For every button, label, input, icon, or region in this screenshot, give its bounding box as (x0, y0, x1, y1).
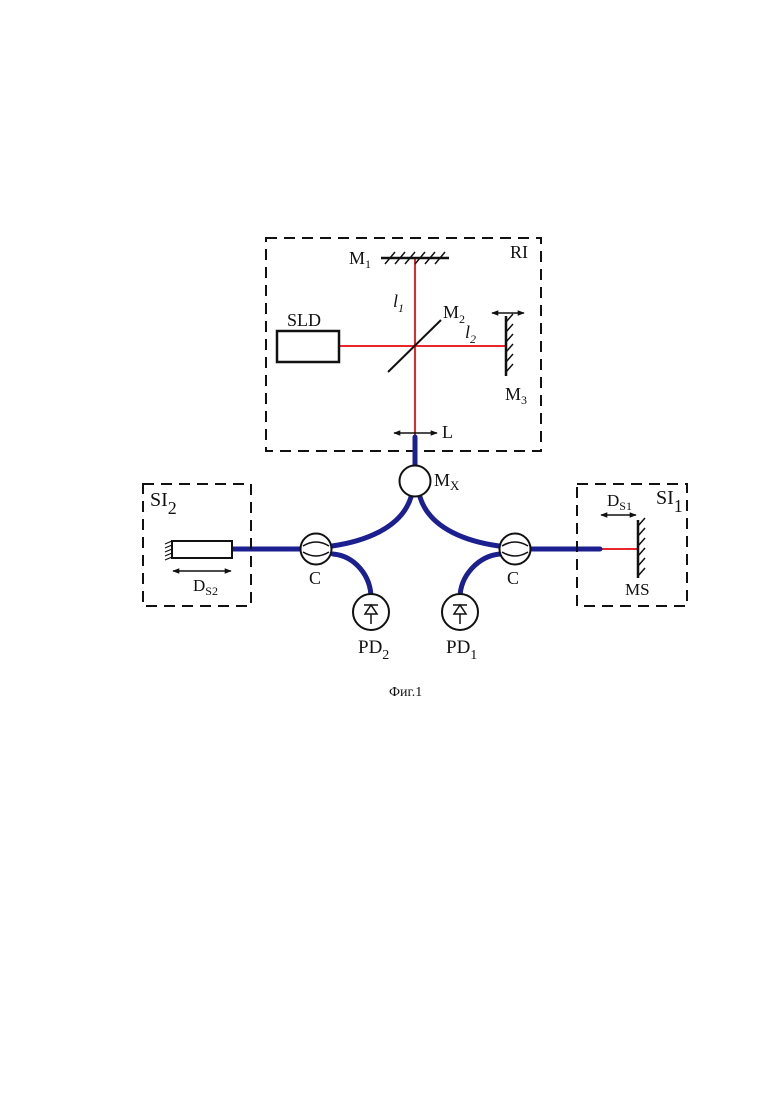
photodetector-pd2 (353, 594, 389, 630)
sld-label: SLD (287, 310, 321, 330)
circulator-right-label: C (507, 568, 519, 588)
lens-label: L (442, 422, 453, 442)
mirror-ms (638, 518, 645, 578)
circulator-right (500, 534, 531, 565)
ds1-label: DS1 (607, 491, 632, 513)
si2-block-label: SI2 (150, 489, 177, 518)
mirror-m3 (506, 314, 513, 376)
ri-block-label: RI (510, 242, 528, 262)
m2-label: M2 (443, 302, 465, 326)
fiber-left-circ-to-pd2 (333, 554, 371, 598)
sld-source (277, 331, 339, 362)
figure-caption: Фиг.1 (389, 685, 422, 700)
pd2-label: PD2 (358, 637, 389, 663)
circulator-left-label: C (309, 568, 321, 588)
m1-label: M1 (349, 248, 371, 271)
optical-fibers (232, 437, 600, 598)
m3-label: M3 (505, 384, 527, 407)
pd1-label: PD1 (446, 637, 477, 663)
si1-block-label: SI1 (656, 487, 683, 516)
fiber-mx-right (420, 497, 499, 546)
sample-s2 (165, 541, 232, 560)
light-beams (339, 258, 638, 549)
l2-label: l2 (465, 322, 476, 346)
coupler-mx (400, 466, 431, 497)
mx-label: MX (434, 470, 460, 493)
l1-label: l1 (393, 291, 404, 315)
ms-label: MS (625, 580, 650, 599)
circulator-left (301, 534, 332, 565)
fiber-mx-left (332, 497, 411, 546)
photodetector-pd1 (442, 594, 478, 630)
ds2-label: DS2 (193, 576, 218, 598)
fiber-right-circ-to-pd1 (460, 554, 500, 598)
